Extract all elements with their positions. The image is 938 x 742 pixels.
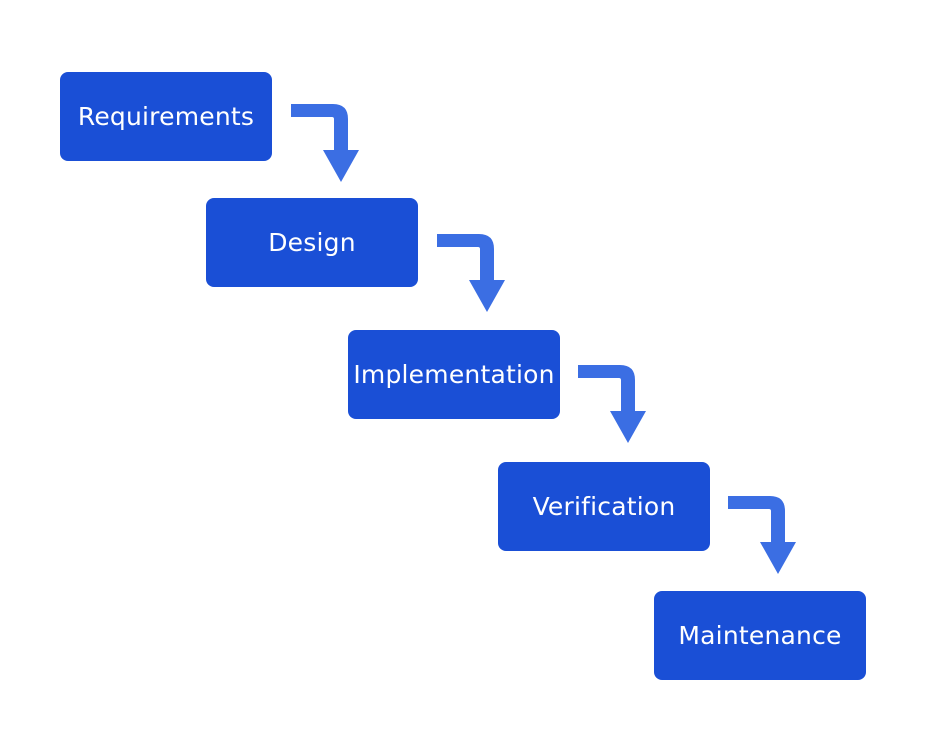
stage-label-requirements: Requirements <box>77 102 255 131</box>
stage-label-maintenance: Maintenance <box>678 621 842 650</box>
flow-arrow-icon <box>578 365 646 443</box>
flow-arrow-icon <box>728 496 796 574</box>
stage-label-implementation: Implementation <box>353 360 555 389</box>
stage-label-verification: Verification <box>532 492 676 521</box>
stage-box-verification: Verification <box>498 462 710 551</box>
flow-arrow-icon <box>291 104 359 182</box>
stage-label-design: Design <box>268 228 356 257</box>
stage-box-requirements: Requirements <box>60 72 272 161</box>
stage-box-implementation: Implementation <box>348 330 560 419</box>
stage-box-maintenance: Maintenance <box>654 591 866 680</box>
stage-box-design: Design <box>206 198 418 287</box>
flow-arrow-icon <box>437 234 505 312</box>
